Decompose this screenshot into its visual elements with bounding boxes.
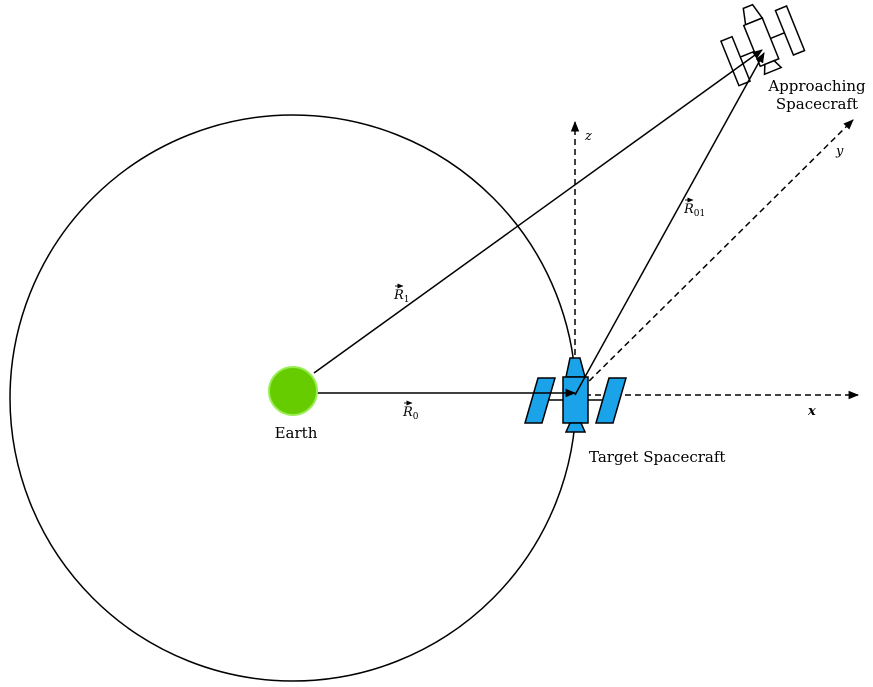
earth-label: Earth: [275, 424, 318, 442]
axis-y-label: y: [835, 144, 844, 159]
vector-r1: [313, 49, 763, 374]
vector-r01: [574, 52, 765, 396]
target-right-panel: [595, 377, 627, 424]
target-top-module: [565, 357, 586, 378]
svg-text:R0: R0: [402, 405, 419, 422]
target-label: Target Spacecraft: [589, 448, 725, 466]
earth: [268, 366, 318, 416]
r0-symbol: R: [402, 405, 413, 420]
axis-x-label: x: [807, 404, 816, 419]
label-r01: R01: [683, 197, 705, 219]
approach-nozzle: [763, 59, 783, 76]
r01-subscript: 01: [694, 209, 705, 219]
svg-text:R01: R01: [683, 202, 705, 219]
approaching-label-line1: Approaching: [767, 77, 866, 95]
axis-z-label: z: [584, 129, 592, 144]
approach-right-boom: [770, 32, 785, 40]
approaching-spacecraft: [719, 3, 806, 87]
target-body: [562, 376, 589, 424]
label-r0: R0: [402, 400, 419, 422]
r1-subscript: 1: [404, 295, 410, 305]
target-spacecraft: [524, 357, 627, 433]
y-axis: [574, 119, 854, 396]
r0-subscript: 0: [413, 412, 419, 422]
r01-symbol: R: [683, 202, 694, 217]
target-left-panel: [524, 377, 556, 424]
r1-symbol: R: [393, 288, 404, 303]
approach-right-panel: [774, 5, 806, 57]
svg-text:R1: R1: [393, 288, 410, 305]
target-bottom-nozzle: [564, 422, 587, 433]
approaching-label-line2: Spacecraft: [776, 95, 858, 113]
label-r1: R1: [393, 283, 410, 305]
